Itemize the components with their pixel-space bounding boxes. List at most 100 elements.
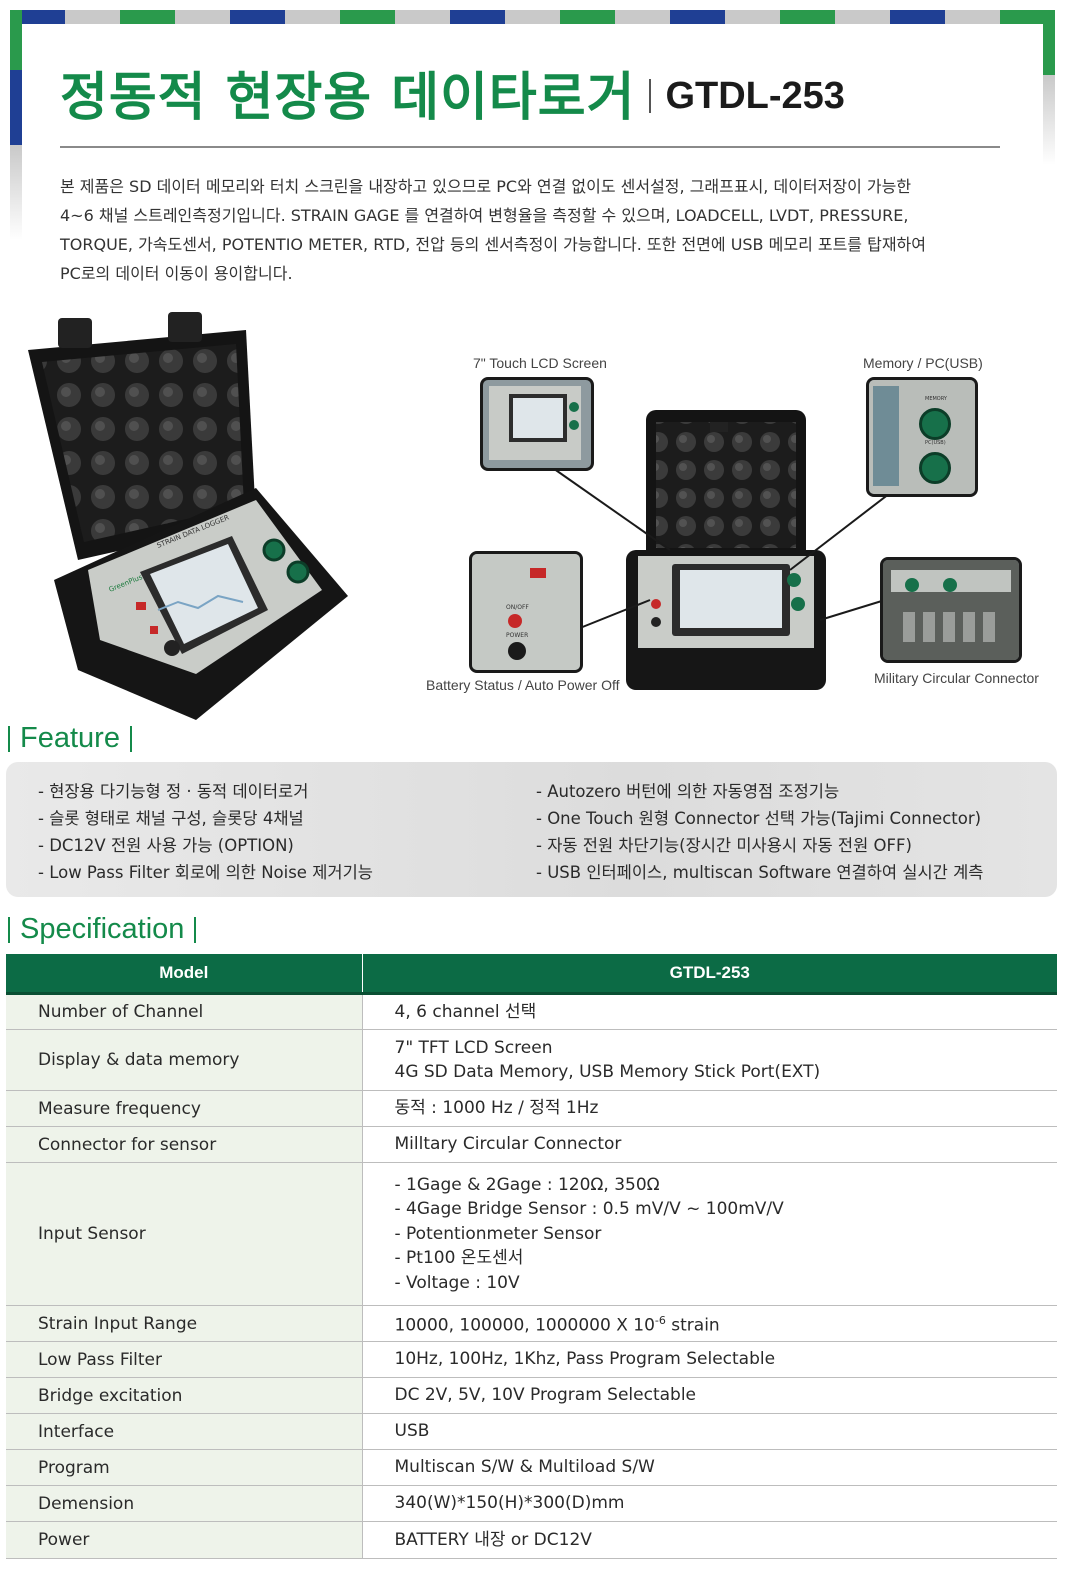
inset-power-switch: ON/OFF POWER [469, 551, 583, 673]
spec-label: Demension [6, 1485, 363, 1522]
spec-value-line: Multiscan S/W & Multiload S/W [395, 1455, 1058, 1480]
list-item: - Autozero 버턴에 의한 자동영점 조정기능 [536, 782, 840, 801]
spec-value: BATTERY 내장 or DC12V [362, 1521, 1058, 1559]
spec-value-text: 4, 6 channel 선택 [394, 1001, 537, 1022]
spec-value-text: - 1Gage & 2Gage : 120Ω, 350Ω [394, 1174, 660, 1195]
table-header-row: Model GTDL-253 [6, 954, 1057, 995]
left-decor-bar-blue [10, 70, 22, 145]
list-item: - Low Pass Filter 회로에 의한 Noise 제거기능 [38, 863, 373, 882]
spec-value-line: BATTERY 내장 or DC12V [395, 1528, 1058, 1553]
connector-pins-icon [903, 612, 1003, 642]
spec-label: Measure frequency [6, 1090, 363, 1127]
spec-value-text: - Voltage : 10V [394, 1272, 520, 1293]
feature-heading-text: Feature [20, 722, 120, 754]
feature-list-right: - Autozero 버턴에 의한 자동영점 조정기능 - One Touch … [536, 778, 983, 886]
product-photo-main: GreenPlus STRAIN DATA LOGGER [28, 312, 348, 720]
title-korean: 정동적 현장용 데이타로거 [60, 67, 636, 128]
specification-heading-text: Specification [20, 913, 185, 945]
spec-label: Display & data memory [6, 1029, 363, 1091]
spec-value-text: 4G SD Data Memory, USB Memory Stick Port… [394, 1062, 821, 1082]
spec-value-line: 10000, 100000, 1000000 X 10-6 strain [395, 1309, 1058, 1338]
right-decor-bar [1043, 10, 1055, 75]
spec-value-line: 4, 6 channel 선택 [395, 1000, 1058, 1025]
spec-value-line: - Pt100 온도센서 [395, 1246, 1058, 1271]
spec-value: 4, 6 channel 선택 [362, 993, 1058, 1030]
table-row: Bridge excitation DC 2V, 5V, 10V Program … [6, 1377, 1057, 1414]
spec-value-text: 7" TFT LCD Screen [394, 1037, 553, 1058]
table-row: Power BATTERY 내장 or DC12V [6, 1521, 1058, 1559]
spec-value-line: 4G SD Data Memory, USB Memory Stick Port… [395, 1060, 1058, 1085]
left-decor-bar-fade [10, 145, 22, 240]
product-photo-front [626, 410, 826, 690]
spec-value: Milltary Circular Connector [362, 1126, 1057, 1163]
spec-value-text: - Potentionmeter Sensor [394, 1223, 602, 1244]
left-decor-bar [10, 10, 22, 70]
list-item: - USB 인터페이스, multiscan Software 연결하여 실시간… [536, 863, 984, 882]
heading-bar [129, 725, 132, 752]
spec-value-text: 10000, 100000, 1000000 X 10 [394, 1315, 655, 1336]
list-item: - 자동 전원 차단기능(장시간 미사용시 자동 전원 OFF) [536, 836, 912, 855]
spec-value-text: - Pt100 온도센서 [394, 1248, 524, 1269]
spec-value: DC 2V, 5V, 10V Program Selectable [362, 1377, 1057, 1414]
feature-heading: Feature [8, 722, 132, 755]
spec-value: 동적 : 1000 Hz / 정적 1Hz [362, 1090, 1057, 1127]
title-model: GTDL-253 [665, 74, 845, 117]
spec-value-text: DC 2V, 5V, 10V Program Selectable [394, 1385, 697, 1406]
memory-port-label: MEMORY [925, 396, 947, 402]
header-model: Model [6, 954, 363, 995]
list-item: - One Touch 원형 Connector 선택 가능(Tajimi Co… [536, 809, 982, 828]
pc-port-label: PC(USB) [925, 440, 946, 446]
table-row: Input Sensor- 1Gage & 2Gage : 120Ω, 350Ω… [6, 1162, 1058, 1306]
spec-unit: strain [665, 1315, 720, 1336]
spec-value-text: 340(W)*150(H)*300(D)mm [394, 1493, 625, 1514]
callout-memory-label: Memory / PC(USB) [863, 355, 983, 371]
spec-label: Connector for sensor [6, 1126, 363, 1163]
callout-connector-label: Military Circular Connector [874, 670, 1039, 686]
inset-lcd-screen [480, 377, 594, 471]
spec-value-line: 10Hz, 100Hz, 1Khz, Pass Program Selectab… [395, 1347, 1058, 1372]
header-model-value: GTDL-253 [362, 954, 1057, 995]
spec-value-text: USB [394, 1421, 430, 1442]
spec-value: 340(W)*150(H)*300(D)mm [362, 1485, 1057, 1522]
page-title: 정동적 현장용 데이타로거 GTDL-253 [60, 52, 1000, 132]
spec-label: Strain Input Range [6, 1305, 363, 1342]
top-decor-bar [10, 10, 1055, 24]
spec-table: Model GTDL-253 Number of Channel 4, 6 cha… [6, 954, 1057, 1559]
specification-heading: Specification [8, 913, 197, 946]
spec-label: Input Sensor [6, 1162, 363, 1306]
power-button-icon [508, 614, 522, 628]
spec-value-line: - Voltage : 10V [395, 1271, 1058, 1296]
inset-memory-port: MEMORY PC(USB) [866, 377, 978, 497]
spec-value: - 1Gage & 2Gage : 120Ω, 350Ω- 4Gage Brid… [362, 1162, 1058, 1306]
callout-lcd-label: 7" Touch LCD Screen [473, 355, 607, 371]
feature-box: - 현장용 다기능형 정 · 동적 데이터로거 - 슬롯 형태로 채널 구성, … [6, 762, 1057, 897]
list-item: - 현장용 다기능형 정 · 동적 데이터로거 [38, 782, 309, 801]
intro-line: TORQUE, 가속도센서, POTENTIO METER, RTD, 전압 등… [60, 235, 926, 254]
spec-value-line: USB [395, 1419, 1058, 1444]
power-label: POWER [506, 632, 529, 639]
callout-battery-label: Battery Status / Auto Power Off [426, 677, 620, 693]
title-divider [60, 146, 1000, 148]
power-jack-icon [508, 642, 526, 660]
heading-bar [194, 916, 197, 943]
inset-circular-connector [880, 557, 1022, 663]
spec-value: 10000, 100000, 1000000 X 10-6 strain [362, 1305, 1058, 1342]
spec-value-line: - 1Gage & 2Gage : 120Ω, 350Ω [395, 1173, 1058, 1198]
spec-exponent: -6 [654, 1313, 666, 1327]
callout-lines [549, 465, 921, 631]
intro-line: PC로의 데이터 이동이 용이합니다. [60, 264, 293, 283]
spec-label: Bridge excitation [6, 1377, 363, 1414]
table-row: Display & data memory 7" TFT LCD Screen 4G… [6, 1029, 1058, 1091]
spec-label: Power [6, 1521, 363, 1559]
intro-paragraph: 본 제품은 SD 데이터 메모리와 터치 스크린을 내장하고 있으므로 PC와 … [60, 172, 1000, 288]
spec-value: 10Hz, 100Hz, 1Khz, Pass Program Selectab… [362, 1341, 1058, 1378]
list-item: - 슬롯 형태로 채널 구성, 슬롯당 4채널 [38, 809, 304, 828]
table-row: Strain Input Range 10000, 100000, 1000000… [6, 1305, 1058, 1342]
spec-label: Number of Channel [6, 993, 363, 1030]
header-panel [22, 24, 1043, 164]
